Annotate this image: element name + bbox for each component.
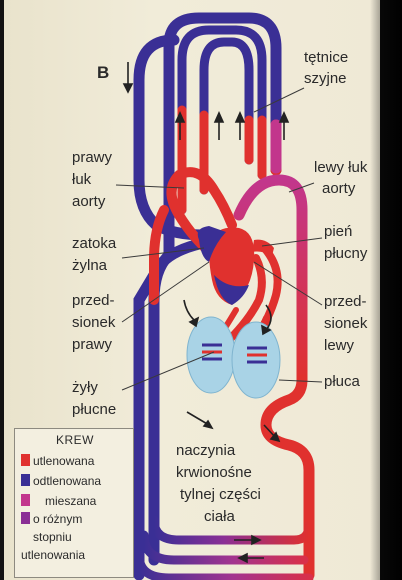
legend-label-oxygenated: utlenowana: [33, 454, 94, 468]
legend-swatch-mixed: [21, 494, 30, 506]
lung-right: [232, 322, 280, 398]
label-pulm-veins-2: płucne: [72, 401, 116, 418]
label-pulm-veins-1: żyły: [72, 379, 98, 396]
lung-left: [187, 317, 235, 393]
legend-row-mixed-2: o różnym: [21, 511, 82, 527]
legend-label-mixed-4: utlenowania: [21, 548, 85, 562]
label-right-arch-3: aorty: [72, 193, 106, 210]
label-sinus-2: żylna: [72, 257, 108, 274]
label-right-atrium-1: przed-: [72, 292, 115, 309]
label-vessels-4: ciała: [204, 508, 236, 525]
label-lungs: płuca: [324, 373, 361, 390]
page-edge-shadow: [370, 0, 402, 580]
label-left-atrium-1: przed-: [324, 293, 367, 310]
leader-pulm-trunk: [262, 238, 322, 246]
textbook-page: B tętnice szyjne prawy łuk aorty lewy łu…: [0, 0, 380, 580]
legend-swatch-mixed-2: [21, 512, 30, 524]
legend-label-mixed-3: stopniu: [33, 530, 72, 544]
legend-label-mixed-1: mieszana: [45, 494, 96, 508]
legend-swatch-deoxygenated: [21, 474, 30, 486]
dorsal-aorta: [266, 380, 309, 575]
legend-row-mixed-4: utlenowania: [21, 547, 85, 563]
label-pulm-trunk-1: pień: [324, 223, 352, 240]
carotid-loop-3: [204, 42, 249, 190]
label-right-arch-2: łuk: [72, 171, 92, 188]
legend-row-mixed-1: mieszana: [21, 493, 96, 509]
label-left-arch-2: aorty: [322, 180, 356, 197]
label-left-atrium-2: sionek: [324, 315, 368, 332]
legend-swatch-oxygenated: [21, 454, 30, 466]
legend-row-mixed-3: stopniu: [21, 529, 72, 545]
legend-row-oxygenated: utlenowana: [21, 453, 94, 469]
label-sinus-1: zatoka: [72, 235, 117, 252]
arrow-up-3: [236, 113, 244, 140]
label-left-atrium-3: lewy: [324, 337, 355, 354]
arrow-up-2: [215, 113, 223, 140]
arrow-diag-1: [187, 412, 212, 428]
leader-right-atrium: [122, 262, 209, 322]
arrow-curve-left-head: [190, 318, 198, 326]
label-right-atrium-2: sionek: [72, 314, 116, 331]
legend: KREW utlenowana odtlenowana mieszana o r…: [14, 428, 134, 578]
legend-title: KREW: [15, 433, 135, 447]
label-vessels-2: krwionośne: [176, 464, 252, 481]
legend-row-deoxygenated: odtlenowana: [21, 473, 101, 489]
label-carotid-2: szyjne: [304, 70, 347, 87]
label-vessels-3: tylnej części: [180, 486, 261, 503]
view-letter: B: [97, 63, 109, 82]
legend-label-mixed-2: o różnym: [33, 512, 82, 526]
label-right-arch-1: prawy: [72, 149, 113, 166]
label-left-arch-1: lewy łuk: [314, 159, 368, 176]
label-vessels-1: naczynia: [176, 442, 236, 459]
arrow-curve-left: [184, 300, 194, 320]
label-right-atrium-3: prawy: [72, 336, 113, 353]
label-pulm-trunk-2: płucny: [324, 245, 368, 262]
legend-label-deoxygenated: odtlenowana: [33, 474, 101, 488]
arrow-b-down: [124, 62, 132, 92]
label-carotid-1: tętnice: [304, 49, 348, 66]
